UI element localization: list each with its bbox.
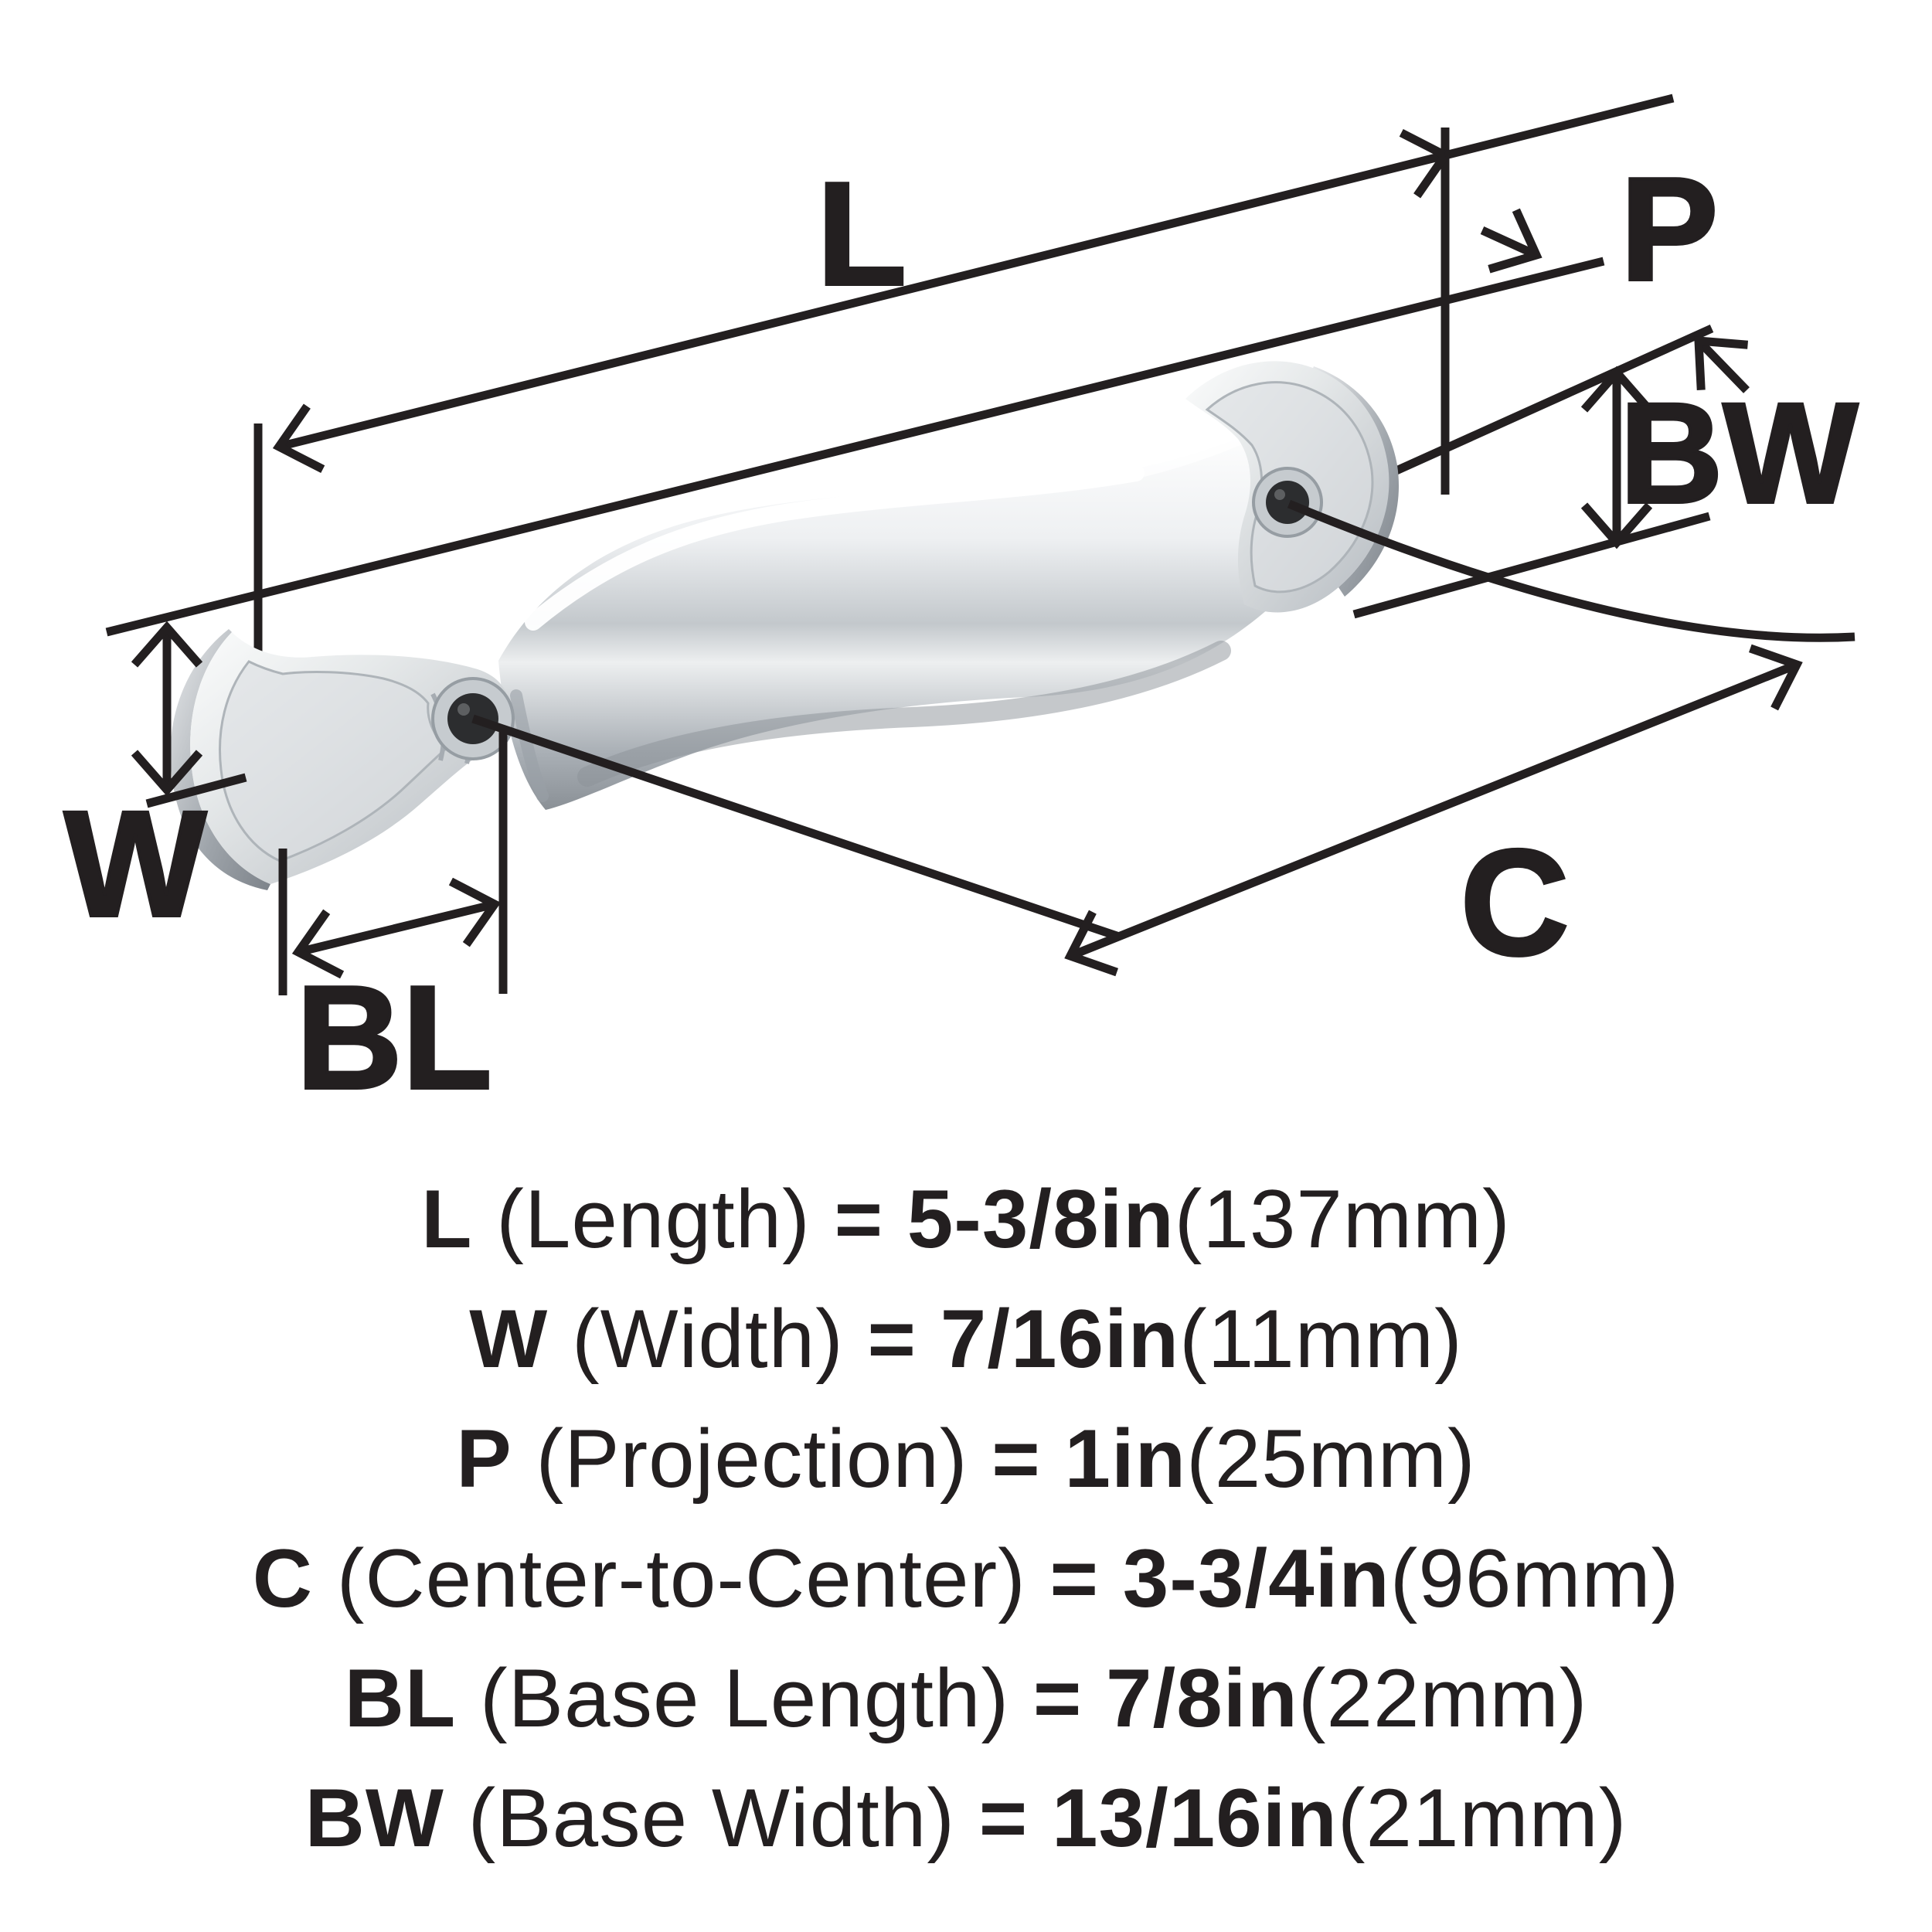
- dim-line-center-to-center: [1064, 644, 1803, 977]
- spec-name: (Base Width): [468, 1771, 956, 1864]
- spec-symbol: W: [469, 1292, 549, 1385]
- dim-label-base-length: BL: [296, 956, 492, 1120]
- handle-bar: [498, 422, 1286, 810]
- spec-list: L (Length) = 5-3/8in(137mm) W (Width) = …: [0, 1159, 1932, 1878]
- spec-name: (Width): [572, 1292, 844, 1385]
- screw-hole-right-glint: [1274, 489, 1285, 500]
- handle-illustration: [170, 361, 1400, 890]
- dim-label-width: W: [64, 780, 206, 948]
- spec-value: = 13/16in: [978, 1771, 1338, 1864]
- projection-arrow-upper: [1480, 208, 1543, 274]
- spec-line-base-length: BL (Base Length) = 7/8in(22mm): [0, 1638, 1932, 1758]
- spec-line-length: L (Length) = 5-3/8in(137mm): [0, 1159, 1932, 1279]
- dim-line-length: [272, 128, 1452, 474]
- width-tick-bottom: [145, 773, 247, 808]
- dim-arrow-base-length: [291, 877, 502, 979]
- dimension-lines: [131, 94, 1855, 995]
- spec-symbol: BL: [344, 1651, 457, 1744]
- dim-label-center-to-center: C: [1461, 818, 1570, 987]
- spec-symbol: BW: [304, 1771, 444, 1864]
- dim-line-length-overrun: [1444, 94, 1675, 160]
- spec-metric: (22mm): [1298, 1651, 1588, 1744]
- spec-value: = 3-3/4in: [1049, 1532, 1390, 1624]
- spec-value: = 1in: [992, 1412, 1187, 1505]
- spec-symbol: P: [456, 1412, 512, 1505]
- spec-name: (Base Length): [479, 1651, 1010, 1744]
- spec-metric: (11mm): [1179, 1292, 1463, 1385]
- spec-value: = 7/16in: [867, 1292, 1180, 1385]
- spec-line-center-to-center: C (Center-to-Center) = 3-3/4in(96mm): [0, 1519, 1932, 1638]
- spec-line-projection: P (Projection) = 1in(25mm): [0, 1399, 1932, 1519]
- dim-label-base-width: BW: [1620, 374, 1859, 533]
- handle-neck-shadow: [510, 689, 549, 802]
- spec-symbol: C: [252, 1532, 313, 1624]
- spec-line-base-width: BW (Base Width) = 13/16in(21mm): [0, 1758, 1932, 1878]
- spec-name: (Length): [496, 1172, 811, 1265]
- spec-metric: (21mm): [1337, 1771, 1628, 1864]
- spec-value: = 7/8in: [1032, 1651, 1298, 1744]
- handle-bar-highlight: [525, 464, 1145, 631]
- spec-line-width: W (Width) = 7/16in(11mm): [0, 1279, 1932, 1399]
- spec-value: = 5-3/8in: [834, 1172, 1175, 1265]
- center-leader-right: [1287, 499, 1855, 642]
- spec-symbol: L: [421, 1172, 473, 1265]
- dimension-labels: L P BW W BL C: [63, 146, 1860, 1121]
- center-leader-left: [471, 714, 1121, 941]
- base-left-recessed-panel: [219, 660, 449, 862]
- spec-name: (Projection): [536, 1412, 968, 1505]
- spec-metric: (25mm): [1186, 1412, 1476, 1505]
- spec-name: (Center-to-Center): [336, 1532, 1026, 1624]
- spec-metric: (96mm): [1389, 1532, 1680, 1624]
- spec-metric: (137mm): [1174, 1172, 1511, 1265]
- screw-hole-left-glint: [457, 703, 470, 716]
- dim-label-projection: P: [1621, 148, 1719, 311]
- projection-arrow-lower: [1694, 336, 1750, 393]
- dim-label-length: L: [817, 152, 906, 316]
- screw-hole-right: [1266, 481, 1309, 524]
